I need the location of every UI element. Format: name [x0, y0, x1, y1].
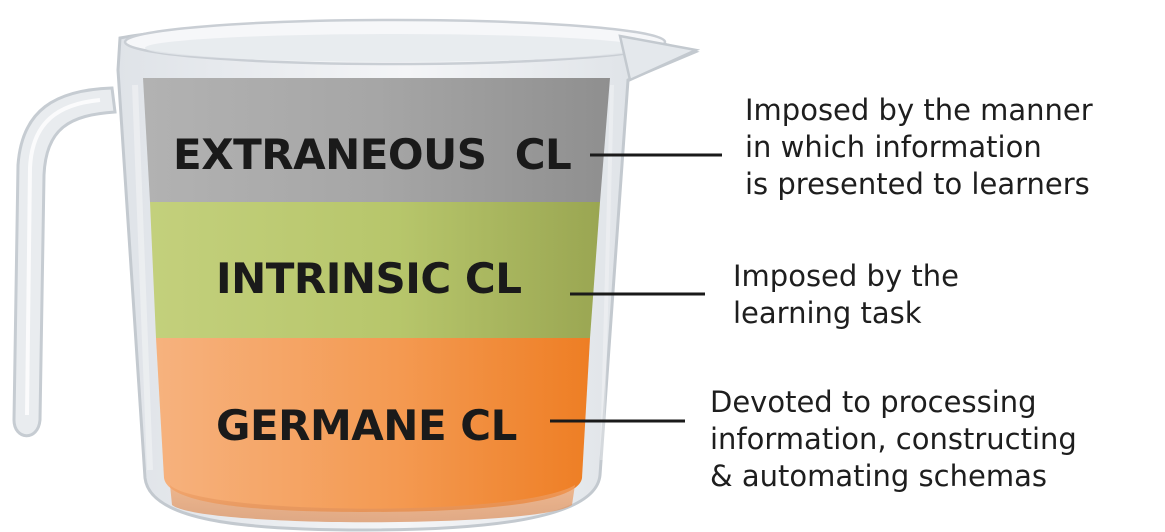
jug-base: [170, 485, 575, 523]
intrinsic-description-line: learning task: [733, 296, 922, 330]
extraneous-description-line: is presented to learners: [745, 167, 1090, 201]
germane-description-line: Devoted to processing: [710, 385, 1037, 419]
intrinsic-description-line: Imposed by the: [733, 259, 959, 293]
intrinsic-cl-label: INTRINSIC CL: [216, 254, 522, 303]
extraneous-description-line: Imposed by the manner: [745, 93, 1093, 127]
jug-handle: [12, 86, 117, 438]
germane-description-line: & automating schemas: [710, 459, 1047, 493]
germane-cl-label: GERMANE CL: [216, 401, 517, 450]
extraneous-description-line: in which information: [745, 130, 1042, 164]
intrinsic-layer: [150, 202, 600, 338]
extraneous-cl-label: EXTRANEOUS CL: [173, 130, 572, 179]
extraneous-layer: [143, 78, 610, 202]
germane-description: Devoted to processing information, const…: [710, 384, 1077, 495]
germane-layer: [156, 338, 590, 512]
germane-description-line: information, constructing: [710, 422, 1077, 456]
intrinsic-description: Imposed by the learning task: [733, 258, 959, 332]
extraneous-description: Imposed by the manner in which informati…: [745, 92, 1093, 203]
